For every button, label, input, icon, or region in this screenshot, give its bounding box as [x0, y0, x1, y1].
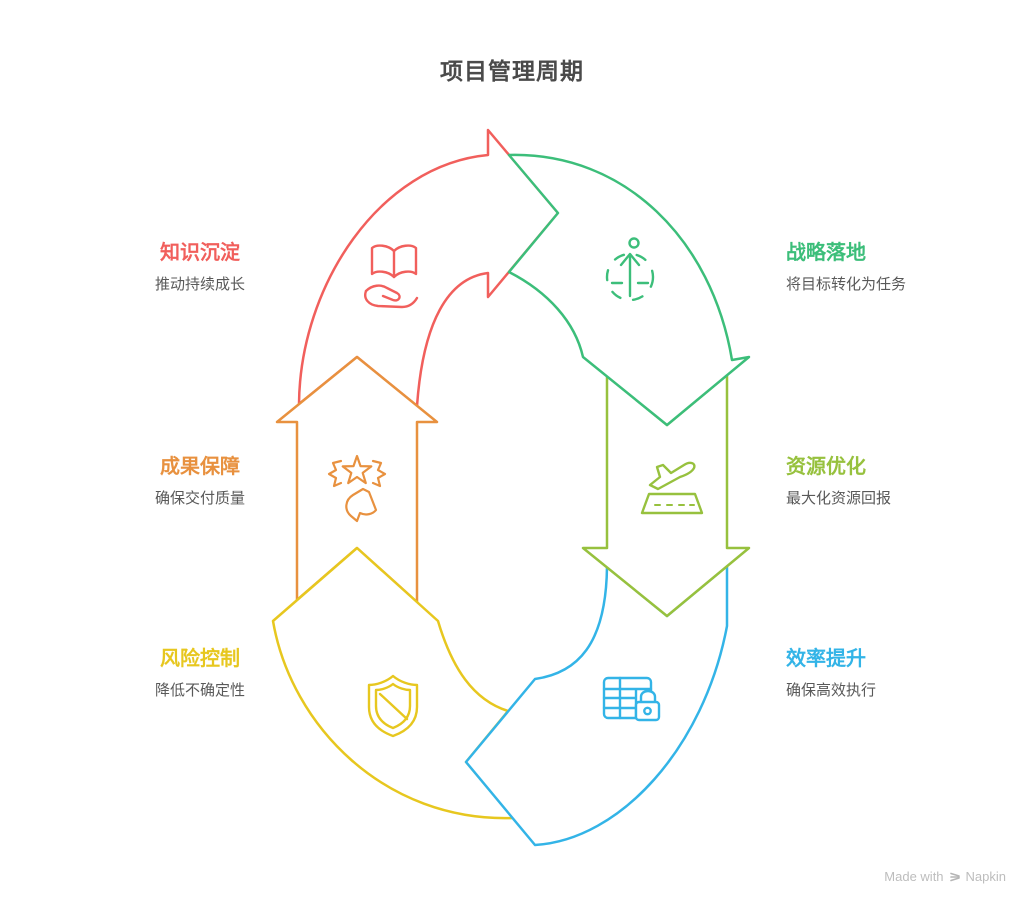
- shield-slash-icon: [367, 674, 419, 738]
- arrow-efficiency: [464, 564, 729, 847]
- item-risk-desc: 降低不确定性: [154, 682, 245, 699]
- item-resource-desc: 最大化资源回报: [786, 490, 892, 507]
- plane-takeoff-icon: [640, 461, 704, 515]
- item-knowledge-title: 知识沉淀: [160, 242, 240, 264]
- item-knowledge-desc: 推动持续成长: [154, 276, 245, 293]
- item-outcome: 成果保障 确保交付质量: [110, 454, 290, 509]
- item-knowledge: 知识沉淀 推动持续成长: [110, 240, 290, 295]
- item-resource: 资源优化 最大化资源回报: [786, 454, 1000, 509]
- item-strategy-desc: 将目标转化为任务: [786, 276, 907, 293]
- item-risk: 风险控制 降低不确定性: [110, 646, 290, 701]
- item-strategy-title: 战略落地: [786, 242, 866, 264]
- item-risk-title: 风险控制: [160, 648, 240, 670]
- napkin-logo-icon: [948, 870, 962, 884]
- item-efficiency: 效率提升 确保高效执行: [786, 646, 1000, 701]
- watermark[interactable]: Made with Napkin: [884, 869, 1006, 884]
- item-efficiency-title: 效率提升: [786, 648, 866, 670]
- table-lock-icon: [602, 676, 661, 722]
- item-strategy: 战略落地 将目标转化为任务: [786, 240, 1000, 295]
- page-title: 项目管理周期: [440, 58, 584, 84]
- watermark-prefix: Made with: [884, 869, 944, 884]
- item-outcome-title: 成果保障: [160, 456, 240, 478]
- launch-target-icon: [605, 237, 655, 302]
- arrow-knowledge: [297, 128, 560, 408]
- book-hand-icon: [364, 244, 419, 309]
- item-resource-title: 资源优化: [786, 456, 866, 478]
- item-efficiency-desc: 确保高效执行: [786, 682, 877, 699]
- watermark-brand: Napkin: [965, 869, 1006, 884]
- stars-rating-icon: [327, 454, 387, 523]
- item-outcome-desc: 确保交付质量: [154, 490, 245, 507]
